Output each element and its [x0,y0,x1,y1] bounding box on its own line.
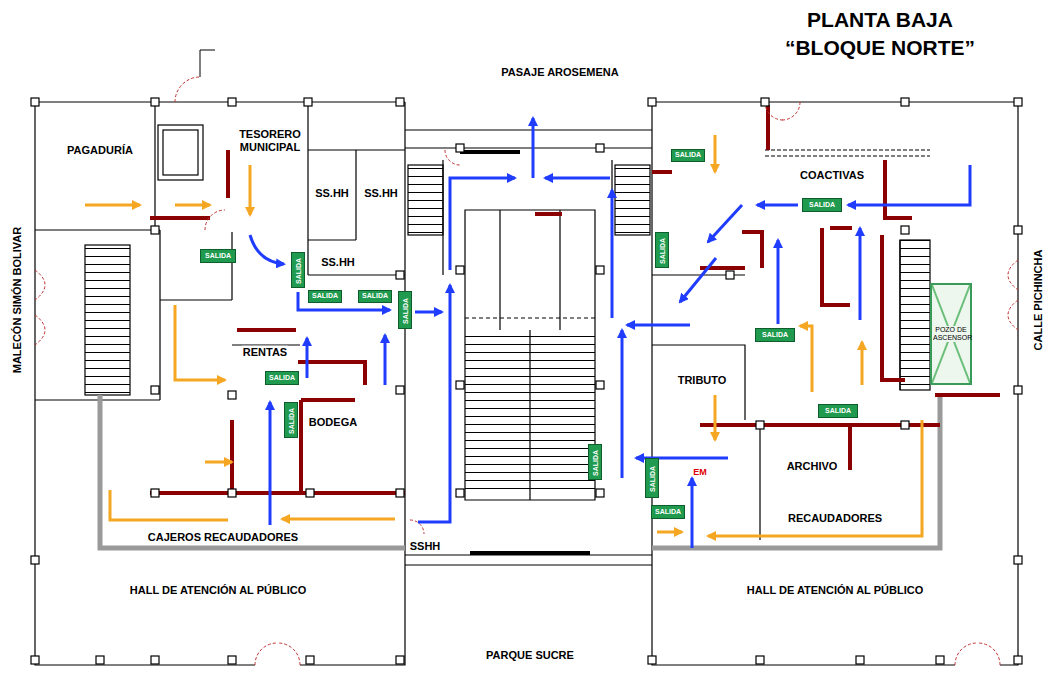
room-label: TESORERO MUNICIPAL [236,128,304,153]
elevator-shaft: POZO DE ASCENSOR [930,283,972,385]
street-label: MALECÓN SIMÓN BOLIVAR [11,226,24,374]
openings [460,152,590,553]
red-walls [150,105,1000,493]
exit-sign: SALIDA [671,149,705,162]
room-label: PARQUE SUCRE [485,649,575,662]
room-label: RECAUDADORES [787,512,883,525]
room-label: SS.HH [363,187,399,200]
stairs [900,240,930,390]
exit-sign: SALIDA [655,232,669,268]
room-label: SSHH [409,540,442,553]
room-label: PASAJE AROSEMENA [500,66,619,79]
exit-label: SALIDA [402,298,410,324]
room-label: HALL DE ATENCIÓN AL PÚBLICO [129,584,307,597]
room-label: RENTAS [242,346,288,359]
room-label: SS.HH [320,256,356,269]
plan-title: PLANTA BAJA “BLOQUE NORTE” [780,6,980,63]
walls [35,102,1018,665]
room-label: CAJEROS RECAUDADORES [147,531,299,544]
stairs [85,245,130,395]
exit-label: SALIDA [288,408,296,434]
exit-sign: SALIDA [645,458,659,498]
columns [31,98,1022,664]
room-label: BODEGA [308,416,358,429]
exit-label: SALIDA [809,201,835,209]
exit-label: SALIDA [592,450,600,476]
exit-label: SALIDA [675,151,701,159]
exit-label: SALIDA [762,331,788,339]
shaft-label: POZO DE ASCENSOR [933,326,969,342]
exit-sign: SALIDA [358,290,392,303]
shaft-cross-line [932,285,970,383]
exit-sign: SALIDA [308,290,342,303]
stairs [615,165,650,235]
room-label: TRIBUTO [677,374,728,387]
exit-sign: SALIDA [265,371,299,385]
evacuation-route [250,118,970,548]
exit-sign: SALIDA [802,198,842,212]
room-label: COACTIVAS [799,169,865,182]
exit-sign: SALIDA [588,444,602,480]
room-label: EM [692,467,708,477]
exit-label: SALIDA [295,258,303,284]
door-frame [200,50,215,77]
doors [35,77,1018,665]
exit-sign: SALIDA [291,252,305,288]
stairs [408,165,443,235]
exit-label: SALIDA [659,238,667,264]
exit-label: SALIDA [269,374,295,382]
wall [535,212,562,216]
room-label: ARCHIVO [786,460,839,473]
exit-label: SALIDA [655,508,681,516]
exit-label: SALIDA [312,292,338,300]
exit-label: SALIDA [649,466,657,492]
exit-label: SALIDA [205,252,231,260]
street-label: CALLE PICHINCHA [1032,249,1045,352]
room-label: SS.HH [314,187,350,200]
internal-route [85,135,922,536]
shaft-cross-line [932,285,970,383]
exit-label: SALIDA [825,407,851,415]
exit-sign: SALIDA [398,291,412,329]
exit-sign: SALIDA [651,505,685,519]
room-label: HALL DE ATENCIÓN AL PÚBLICO [746,584,924,597]
exit-sign: SALIDA [284,402,298,438]
exit-sign: SALIDA [755,328,795,342]
hall-boundary [100,395,940,548]
exit-label: SALIDA [362,292,388,300]
room-label: PAGADURÍA [66,144,134,157]
exit-sign: SALIDA [818,404,858,418]
exit-sign: SALIDA [200,249,236,263]
stairs [465,334,595,494]
